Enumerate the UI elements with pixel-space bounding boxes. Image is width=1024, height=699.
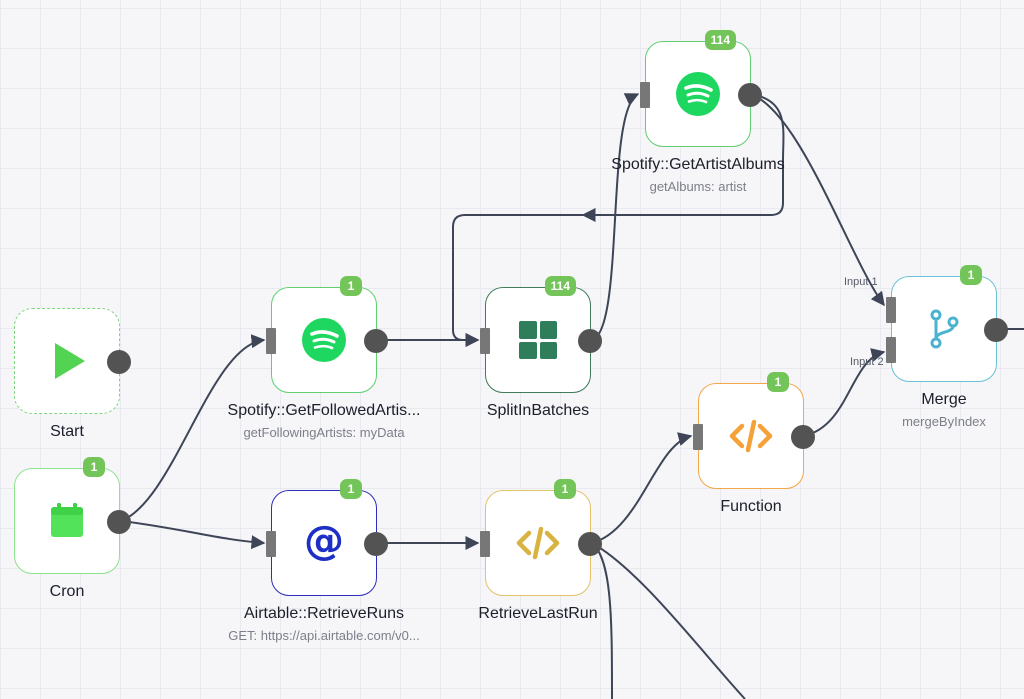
edge-cron-to-spotify-followed[interactable] (120, 334, 266, 522)
code-icon (729, 419, 773, 453)
retrieve-last-run-node-label: RetrieveLastRun (478, 605, 598, 622)
split-in-batches-node[interactable]: 114 SplitInBatches (480, 276, 602, 419)
split-item-count-badge: 114 (544, 276, 576, 296)
split-input-port[interactable] (480, 328, 490, 354)
albums-output-port[interactable] (738, 83, 762, 107)
spotify-icon (676, 72, 720, 116)
cron-node-label: Cron (49, 583, 85, 600)
merge-node-label: Merge (921, 391, 967, 408)
spotify-icon (302, 318, 346, 362)
edge-function-to-merge-input2[interactable] (803, 348, 886, 437)
spotify-get-artist-albums-node[interactable]: 114 Spotify::GetArtistAlbums getAlbums: … (611, 30, 785, 194)
retrieve-last-run-item-count-badge: 1 (554, 479, 576, 499)
merge-input-2-label: Input 2 (850, 356, 884, 368)
calendar-icon (51, 503, 83, 537)
spotify-followed-node-label: Spotify::GetFollowedArtis... (227, 402, 421, 419)
function-node[interactable]: 1 Function (693, 372, 815, 515)
spotify-get-followed-artists-node[interactable]: 1 Spotify::GetFollowedArtis... getFollow… (228, 276, 420, 440)
edge-split-to-albums[interactable] (591, 93, 640, 341)
merge-item-count-badge: 1 (960, 265, 982, 285)
merge-branch-icon (930, 309, 959, 349)
albums-item-count-badge: 114 (704, 30, 736, 50)
split-output-port[interactable] (578, 329, 602, 353)
airtable-item-count-badge: 1 (340, 479, 362, 499)
cron-output-port[interactable] (107, 510, 131, 534)
spotify-followed-input-port[interactable] (266, 328, 276, 354)
edge-albums-to-merge-input1[interactable] (749, 93, 885, 307)
merge-node-subtitle: mergeByIndex (902, 414, 986, 429)
airtable-node-label: Airtable::RetrieveRuns (243, 605, 405, 622)
play-icon (55, 343, 85, 379)
cron-node[interactable]: 1 Cron (14, 457, 131, 600)
edge-retrieve-last-run-down-right[interactable] (591, 542, 746, 699)
split-node-label: SplitInBatches (486, 402, 590, 419)
function-item-count-badge: 1 (767, 372, 789, 392)
airtable-node-subtitle: GET: https://api.airtable.com/v0... (228, 628, 420, 643)
spotify-followed-item-count-badge: 1 (340, 276, 362, 296)
edge-retrieve-last-run-to-function[interactable] (591, 432, 693, 544)
spotify-followed-output-port[interactable] (364, 329, 388, 353)
function-node-label: Function (720, 498, 782, 515)
retrieve-last-run-output-port[interactable] (578, 532, 602, 556)
merge-output-port[interactable] (984, 318, 1008, 342)
merge-node[interactable]: 1 Merge mergeByIndex (886, 265, 1008, 429)
merge-input-2-port[interactable] (886, 337, 896, 363)
cron-item-count-badge: 1 (83, 457, 105, 477)
function-input-port[interactable] (693, 424, 703, 450)
merge-input-1-label: Input 1 (844, 276, 878, 288)
albums-node-label: Spotify::GetArtistAlbums (611, 156, 785, 173)
edge-loop-to-split-input[interactable] (452, 214, 583, 347)
albums-node-subtitle: getAlbums: artist (649, 179, 747, 194)
start-output-port[interactable] (107, 350, 131, 374)
airtable-output-port[interactable] (364, 532, 388, 556)
airtable-retrieve-runs-node[interactable]: 1 @ Airtable::RetrieveRuns GET: https://… (228, 479, 420, 643)
retrieve-last-run-node[interactable]: 1 RetrieveLastRun (478, 479, 602, 622)
start-node-label: Start (50, 423, 84, 440)
code-icon (516, 526, 560, 560)
at-sign-icon: @ (304, 518, 344, 565)
airtable-input-port[interactable] (266, 531, 276, 557)
retrieve-last-run-input-port[interactable] (480, 531, 490, 557)
albums-input-port[interactable] (640, 82, 650, 108)
edge-albums-loop-back-to-split[interactable] (581, 93, 785, 222)
grid-icon (519, 321, 557, 359)
spotify-followed-node-subtitle: getFollowingArtists: myData (243, 425, 405, 440)
function-output-port[interactable] (791, 425, 815, 449)
merge-input-1-port[interactable] (886, 297, 896, 323)
start-node[interactable]: Start (14, 308, 131, 440)
edge-cron-to-airtable[interactable] (120, 520, 266, 550)
